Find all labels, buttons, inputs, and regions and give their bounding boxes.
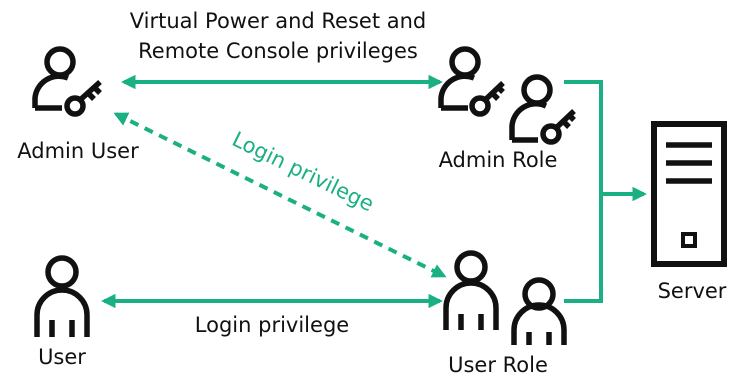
user-role-label: User Role [448, 353, 548, 377]
user-icon [34, 255, 90, 337]
admin-user-label: Admin User [17, 139, 139, 163]
admin-login-privilege-label: Login privilege [228, 127, 377, 216]
user-login-privilege-label: Login privilege [195, 313, 349, 337]
server-icon [651, 121, 727, 267]
server-label: Server [658, 279, 727, 303]
roles-to-server-connector [564, 80, 603, 303]
admin-role-group-icon [438, 46, 576, 145]
admin-user-key-icon [32, 46, 102, 117]
connectors [101, 74, 647, 309]
admin-role-label: Admin Role [439, 148, 558, 172]
user-label: User [38, 345, 86, 369]
admin-login-privilege-arrow [113, 112, 447, 278]
admin-privileges-label-line2: Remote Console privileges [138, 39, 418, 63]
user-role-group-icon [443, 250, 567, 345]
admin-privileges-label-line1: Virtual Power and Reset and [130, 9, 427, 33]
